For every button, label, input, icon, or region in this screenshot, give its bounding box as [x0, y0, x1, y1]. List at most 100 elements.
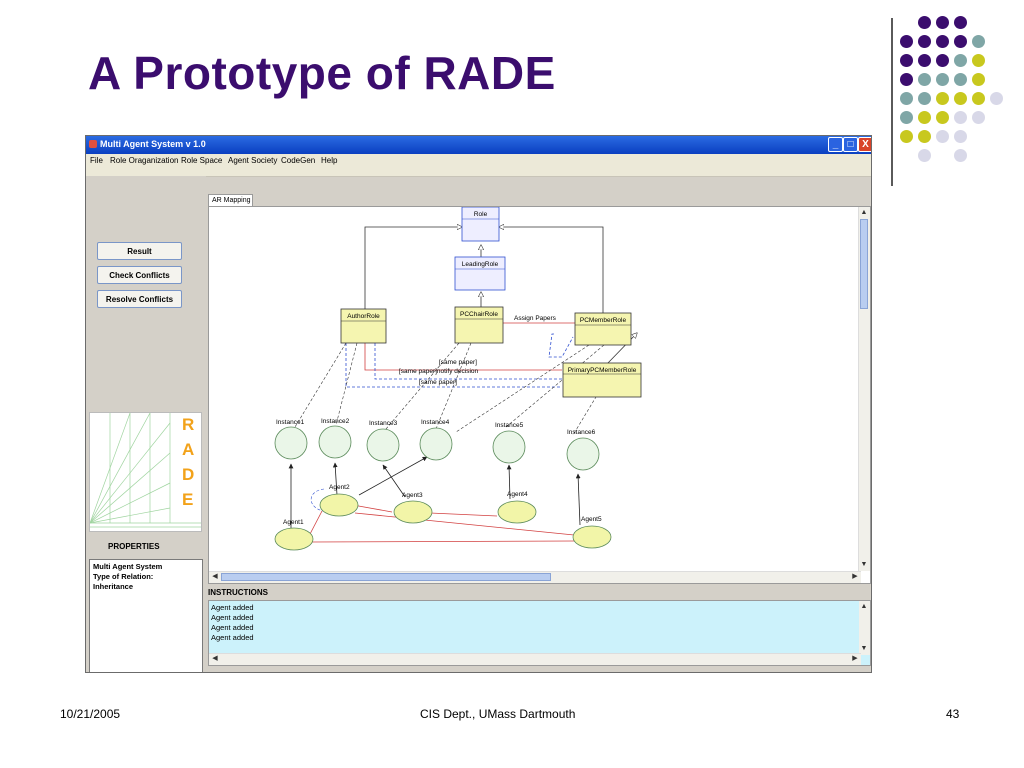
dot	[918, 73, 931, 86]
role-box-author[interactable]: AuthorRole	[340, 308, 387, 344]
app-icon	[89, 140, 97, 148]
dot	[954, 73, 967, 86]
rade-logo-graphic	[90, 413, 201, 528]
role-box-role[interactable]: Role	[461, 207, 500, 242]
instance-label: Instance3	[369, 420, 398, 427]
diagram-svg: Role LeadingRole AuthorRole PCChairRole	[274, 207, 642, 551]
resolve-conflicts-button[interactable]: Resolve Conflicts	[97, 290, 182, 308]
menu-help[interactable]: Help	[321, 156, 338, 165]
instructions-vertical-scrollbar[interactable]: ▲ ▼	[859, 601, 870, 655]
instance-label: Instance5	[495, 422, 524, 429]
dot	[954, 92, 967, 105]
menu-role-organization[interactable]: Role Oraganization	[110, 156, 179, 165]
dot	[954, 130, 967, 143]
pcmember-role-label: PCMemberRole	[580, 317, 627, 324]
property-line: Type of Relation:	[93, 572, 154, 581]
instance-label: Instance2	[321, 418, 350, 425]
dot	[972, 54, 985, 67]
menu-codegen[interactable]: CodeGen	[281, 156, 316, 165]
edge-label-same-paper: [same paper]	[439, 359, 477, 366]
primary-pcmember-role-label: PrimaryPCMemberRole	[568, 367, 637, 374]
dot	[936, 73, 949, 86]
instance-node[interactable]: Instance4	[419, 419, 453, 461]
toolbar-strip	[86, 168, 871, 177]
instance-node[interactable]: Instance1	[274, 419, 308, 460]
minimize-button[interactable]: _	[828, 137, 843, 152]
log-line: Agent added	[211, 603, 254, 612]
agent-node[interactable]: Agent4	[497, 491, 537, 524]
canvas-horizontal-scroll-thumb[interactable]	[221, 573, 551, 581]
canvas-vertical-scrollbar[interactable]: ▲ ▼	[858, 207, 870, 571]
role-box-pcmember[interactable]: PCMemberRole	[574, 312, 632, 346]
agent-label: Agent1	[283, 519, 304, 526]
property-line: Multi Agent System	[93, 562, 163, 571]
dot	[936, 130, 949, 143]
agent-node[interactable]: Agent5	[572, 516, 612, 549]
dot	[972, 111, 985, 124]
dot	[972, 35, 985, 48]
dot	[900, 92, 913, 105]
instance-node[interactable]: Instance2	[318, 418, 352, 459]
agent-node[interactable]: Agent2	[319, 484, 359, 517]
dot	[936, 35, 949, 48]
properties-box: Multi Agent System Type of Relation: Inh…	[89, 559, 203, 672]
rade-letter: A	[182, 440, 195, 459]
scroll-right-icon[interactable]: ▶	[852, 573, 858, 580]
agent-instance-edges	[288, 456, 581, 532]
edge-label-same-paper: [same paper]	[419, 379, 457, 386]
instance-node[interactable]: Instance3	[366, 420, 400, 462]
diagram-canvas[interactable]: Role LeadingRole AuthorRole PCChairRole	[208, 206, 871, 584]
footer-center: CIS Dept., UMass Dartmouth	[420, 707, 576, 721]
check-conflicts-button[interactable]: Check Conflicts	[97, 266, 182, 284]
dot	[900, 73, 913, 86]
dot	[918, 54, 931, 67]
dot	[900, 54, 913, 67]
scroll-up-icon[interactable]: ▲	[860, 209, 868, 216]
dot	[918, 149, 931, 162]
tab-ar-mapping[interactable]: AR Mapping	[208, 194, 253, 206]
left-panel: Result Check Conflicts Resolve Conflicts	[86, 176, 206, 672]
agent-label: Agent4	[507, 491, 528, 498]
app-window: Multi Agent System v 1.0 _ □ X File Role…	[85, 135, 872, 673]
scroll-down-icon[interactable]: ▼	[860, 561, 868, 568]
scroll-down-icon[interactable]: ▼	[860, 645, 868, 652]
menu-role-space[interactable]: Role Space	[181, 156, 223, 165]
dot	[990, 92, 1003, 105]
log-line: Agent added	[211, 623, 254, 632]
agent-label: Agent3	[402, 492, 423, 499]
dot	[936, 54, 949, 67]
scroll-right-icon[interactable]: ▶	[852, 655, 858, 662]
rade-letter: E	[182, 490, 194, 509]
slide-title: A Prototype of RADE	[88, 47, 556, 99]
instructions-horizontal-scrollbar[interactable]: ◀ ▶	[209, 653, 861, 665]
role-box-primary[interactable]: PrimaryPCMemberRole	[562, 362, 642, 398]
dot	[918, 130, 931, 143]
dot	[900, 130, 913, 143]
agent-node[interactable]: Agent1	[274, 519, 314, 551]
log-line: Agent added	[211, 633, 254, 642]
dot	[972, 73, 985, 86]
instructions-title: INSTRUCTIONS	[208, 588, 268, 597]
maximize-button[interactable]: □	[843, 137, 858, 152]
menu-agent-society[interactable]: Agent Society	[228, 156, 278, 165]
role-box-leading[interactable]: LeadingRole	[454, 256, 506, 291]
dot	[900, 111, 913, 124]
agent-node[interactable]: Agent3	[393, 492, 433, 524]
dot	[936, 111, 949, 124]
window-titlebar[interactable]: Multi Agent System v 1.0 _ □ X	[86, 136, 871, 154]
scroll-up-icon[interactable]: ▲	[860, 603, 868, 610]
close-button[interactable]: X	[858, 137, 871, 152]
instance-node[interactable]: Instance5	[492, 422, 526, 464]
role-box-pcchair[interactable]: PCChairRole	[454, 306, 504, 344]
instance-label: Instance6	[567, 429, 596, 436]
result-button[interactable]: Result	[97, 242, 182, 260]
window-title: Multi Agent System v 1.0	[100, 139, 206, 149]
scroll-left-icon[interactable]: ◀	[212, 655, 218, 662]
rade-letter: D	[182, 465, 195, 484]
menu-file[interactable]: File	[90, 156, 103, 165]
role-label: Role	[474, 211, 488, 218]
scroll-left-icon[interactable]: ◀	[212, 573, 218, 580]
canvas-horizontal-scrollbar[interactable]: ◀ ▶	[209, 571, 861, 583]
instance-node[interactable]: Instance6	[566, 429, 600, 471]
canvas-vertical-scroll-thumb[interactable]	[860, 219, 868, 309]
